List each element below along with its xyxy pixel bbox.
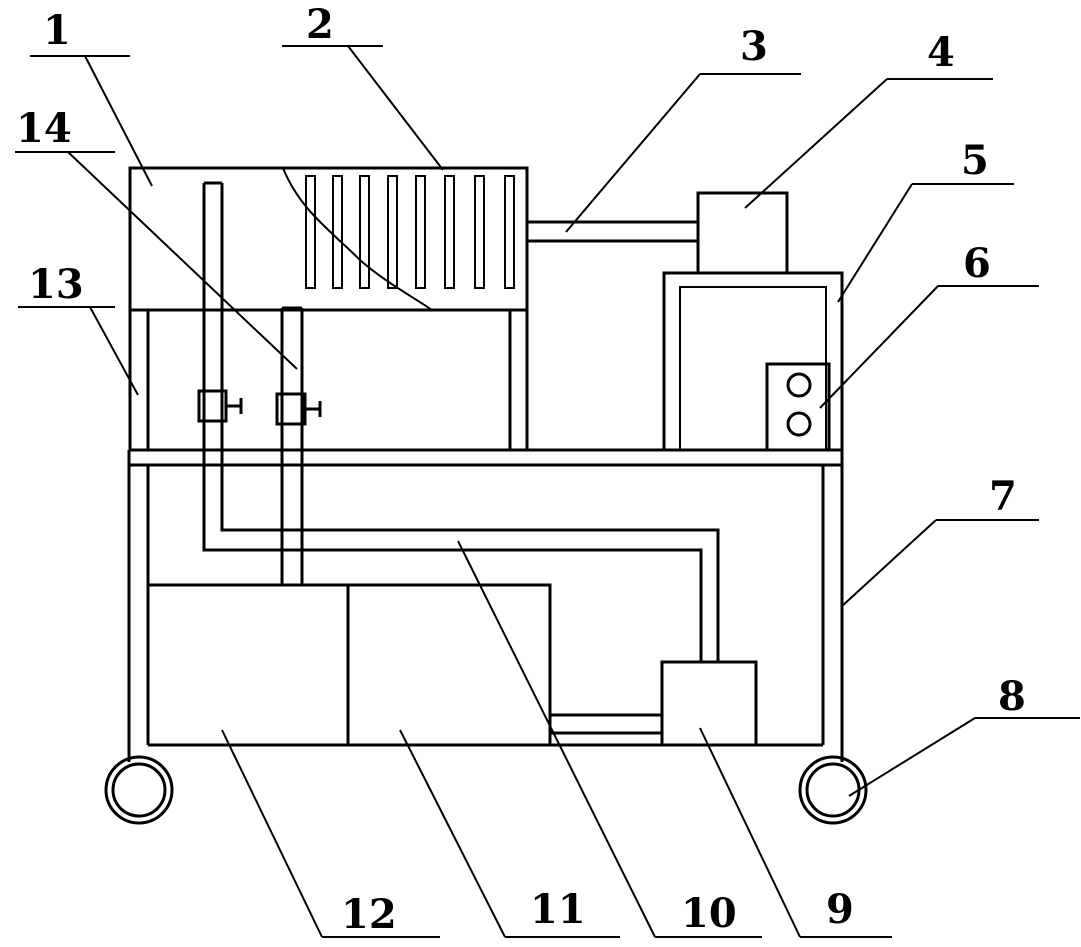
control-panel: [765, 362, 831, 452]
label-14: 14: [16, 105, 72, 152]
leader-lines: [15, 45, 1080, 938]
feed-valve: [197, 389, 243, 423]
label-5: 5: [961, 137, 989, 184]
cart-frame: [127, 448, 844, 762]
control-cabinet: [662, 271, 844, 452]
slurry-tank: [348, 583, 552, 745]
part-labels: 1 2 3 4 5 6 7 8 9 10 11 12 13 14: [16, 1, 1026, 938]
label-13: 13: [28, 261, 84, 308]
feed-pipe: [202, 181, 720, 662]
feed-pump: [660, 660, 758, 747]
left-wheel: [104, 755, 174, 825]
label-11: 11: [530, 886, 586, 933]
right-wheel: [798, 755, 868, 825]
label-10: 10: [681, 890, 737, 937]
filter-plates: [305, 175, 515, 289]
label-2: 2: [306, 1, 334, 48]
filter-press-body: [128, 166, 529, 450]
label-3: 3: [740, 23, 768, 70]
hydraulic-rod: [527, 220, 698, 243]
label-6: 6: [963, 240, 991, 287]
label-4: 4: [927, 29, 955, 76]
discharge-pipe: [280, 306, 304, 585]
suction-pipe: [550, 713, 662, 735]
label-8: 8: [998, 673, 1026, 720]
label-1: 1: [43, 7, 71, 54]
discharge-valve: [275, 392, 322, 426]
label-7: 7: [989, 473, 1017, 520]
label-9: 9: [826, 886, 854, 933]
filtrate-tank: [148, 583, 350, 745]
hydraulic-motor: [696, 191, 789, 275]
label-12: 12: [341, 891, 397, 938]
